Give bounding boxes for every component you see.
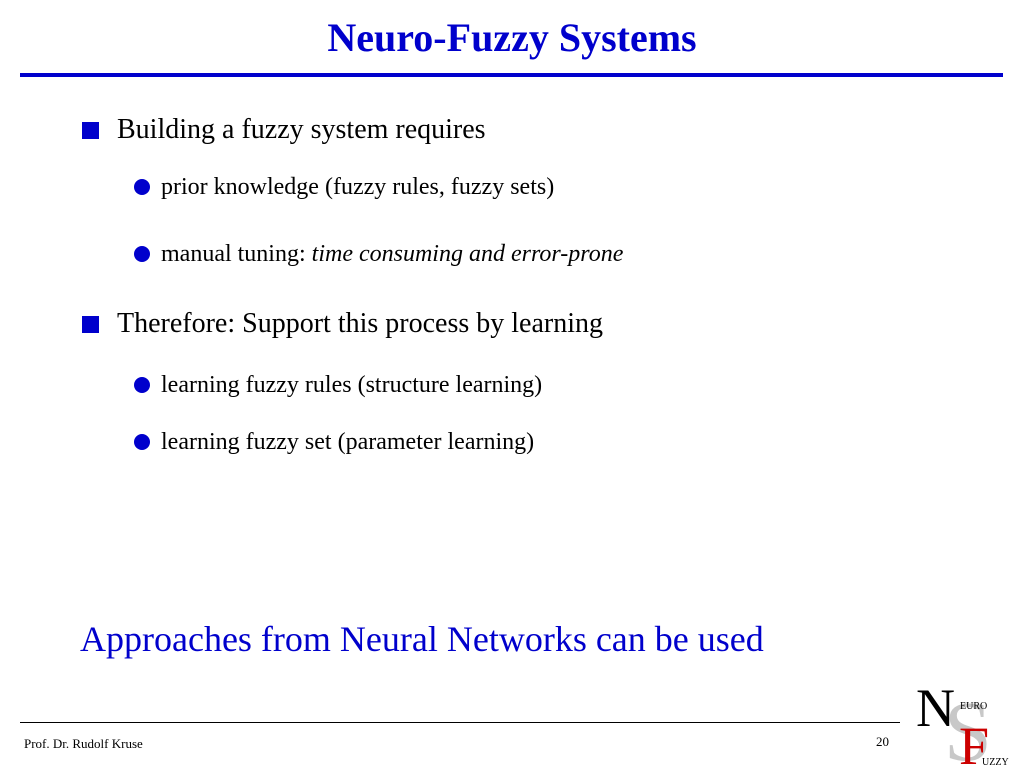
bullet-text: Building a fuzzy system requires bbox=[117, 114, 486, 145]
circle-bullet-icon bbox=[134, 434, 150, 450]
subbullet-text: manual tuning: bbox=[161, 241, 312, 267]
logo-letter-f: F bbox=[959, 716, 989, 768]
square-bullet-icon bbox=[82, 315, 99, 333]
subbullet-text: prior knowledge (fuzzy rules, fuzzy sets… bbox=[161, 174, 555, 200]
circle-bullet-icon bbox=[134, 179, 150, 195]
subbullet-learning-rules: learning fuzzy rules (structure learning… bbox=[134, 370, 542, 400]
subbullet-text: learning fuzzy set (parameter learning) bbox=[161, 429, 535, 455]
footer-rule bbox=[20, 722, 900, 723]
bullet-therefore-support: Therefore: Support this process by learn… bbox=[82, 307, 603, 341]
subbullet-learning-sets: learning fuzzy set (parameter learning) bbox=[134, 427, 534, 457]
subbullet-italic-text: time consuming and error-prone bbox=[311, 241, 624, 267]
logo-letter-n: N bbox=[916, 678, 955, 738]
logo-text-uzzy: UZZY bbox=[982, 757, 1009, 768]
logo-text-euro: EURO bbox=[960, 701, 987, 712]
circle-bullet-icon bbox=[134, 246, 150, 262]
footer-author: Prof. Dr. Rudolf Kruse bbox=[24, 736, 143, 751]
square-bullet-icon bbox=[82, 121, 99, 139]
subbullet-prior-knowledge: prior knowledge (fuzzy rules, fuzzy sets… bbox=[134, 172, 554, 202]
title-underline bbox=[20, 73, 1003, 77]
subbullet-manual-tuning: manual tuning: time consuming and error-… bbox=[134, 239, 623, 269]
slide-title: Neuro-Fuzzy Systems bbox=[327, 15, 697, 60]
circle-bullet-icon bbox=[134, 377, 150, 393]
nf-logo-icon: S N EURO F UZZY bbox=[916, 678, 1009, 768]
conclusion-text: Approaches from Neural Networks can be u… bbox=[80, 619, 764, 659]
bullet-building-fuzzy-system: Building a fuzzy system requires bbox=[82, 113, 486, 147]
bullet-text: Therefore: Support this process by learn… bbox=[117, 308, 603, 339]
logo-letter-s: S bbox=[944, 683, 992, 768]
subbullet-text: learning fuzzy rules (structure learning… bbox=[161, 372, 543, 398]
page-number: 20 bbox=[876, 734, 889, 749]
